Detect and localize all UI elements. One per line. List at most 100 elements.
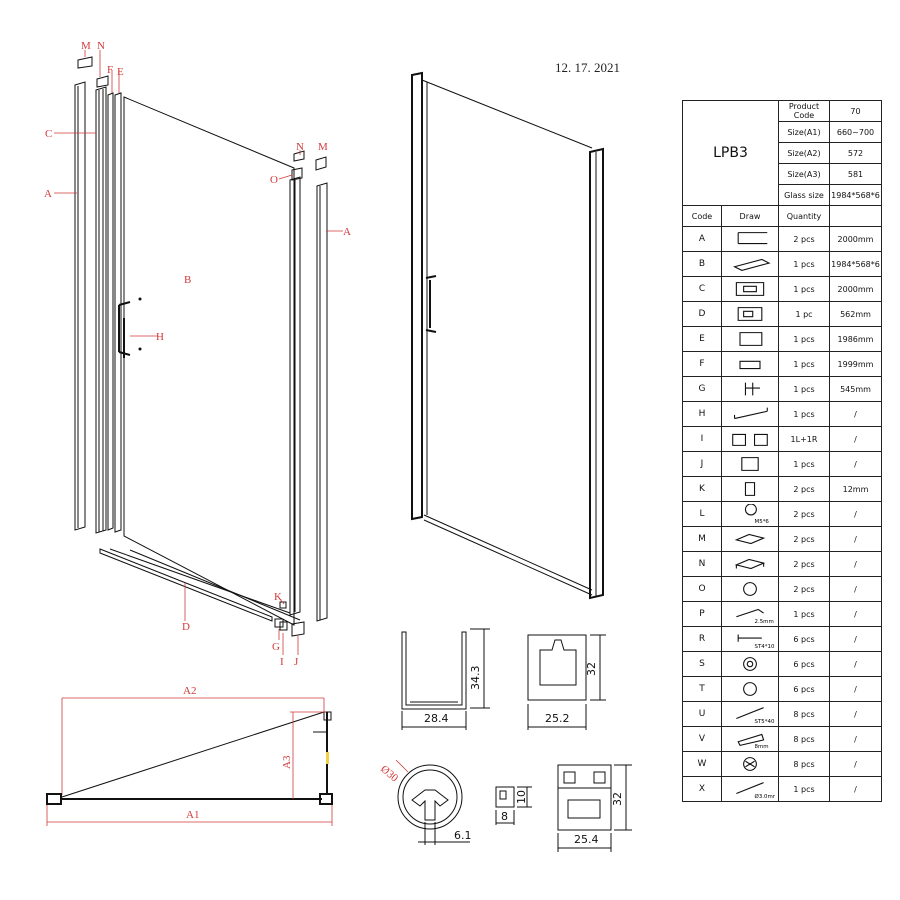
info-label: Size(A3) [778,163,830,185]
profile-d [99,548,291,622]
info-value: 581 [829,163,882,185]
part-l-icon: M5*6 [744,504,769,524]
label-i: I [280,656,284,668]
dim-e-width: 25.4 [574,833,599,846]
section-round: Ø30 6.1 [378,759,472,845]
part-code: J [682,451,722,477]
part-quantity: 2 pcs [778,476,830,502]
part-code: M [682,526,722,552]
part-size: 2000mm [829,226,882,252]
profile-e [114,92,122,533]
part-s-icon [743,657,757,671]
label-a2: A2 [183,685,196,697]
part-c-icon [735,282,765,296]
plan-view: A2 A3 A1 [46,685,333,826]
part-drawing [721,451,779,477]
assembled-handle [425,275,437,333]
part-note: 2.5mm [755,619,774,624]
part-code: X [682,776,722,802]
part-note: ST4*10 [755,644,775,649]
part-code: B [682,251,722,277]
part-size: / [829,551,882,577]
part-size: 545mm [829,376,882,402]
part-quantity: 1 pc [778,301,830,327]
section-profile-a: 34.3 28.4 [401,628,490,730]
part-size: / [829,751,882,777]
part-size: / [829,451,882,477]
part-drawing [721,376,779,402]
part-size: / [829,526,882,552]
info-value: 70 [829,100,882,122]
label-a3: A3 [281,755,293,769]
part-drawing [721,551,779,577]
label-k: K [274,591,282,603]
part-quantity: 1 pcs [778,376,830,402]
part-quantity: 1 pcs [778,251,830,277]
label-n: N [97,40,105,52]
part-drawing [721,351,779,377]
part-quantity: 1 pcs [778,326,830,352]
header-draw: Draw [721,205,779,227]
profile-a-left [74,81,86,531]
part-size: / [829,601,882,627]
label-a1: A1 [186,809,199,821]
part-code: P [682,601,722,627]
part-drawing [721,401,779,427]
part-o-icon [743,582,757,596]
part-size: / [829,626,882,652]
part-r-icon: ST4*10 [737,634,775,649]
part-w-icon [743,757,757,771]
section-small: 10 8 [495,786,532,825]
label-d: D [182,621,190,633]
part-code: L [682,501,722,527]
part-drawing [721,751,779,777]
part-code: W [682,751,722,777]
part-quantity: 6 pcs [778,651,830,677]
header-code: Code [682,205,722,227]
part-drawing [721,526,779,552]
dim-small-height: 10 [515,790,528,804]
part-code: H [682,401,722,427]
part-size: / [829,776,882,802]
spec-info-row: Glass size 1984*568*6 [683,184,882,206]
part-n-cap-left [96,75,109,88]
part-drawing [721,676,779,702]
assembled-right-profile [589,147,604,600]
label-g: G [272,641,280,653]
part-quantity: 6 pcs [778,626,830,652]
part-x-icon: Ø3.0mm [736,782,775,799]
label-j: J [294,656,299,668]
part-size: 1984*568*6 [829,251,882,277]
part-size: 562mm [829,301,882,327]
part-quantity: 1 pcs [778,401,830,427]
section-profile-c: 32 25.2 [527,634,606,730]
dim-small-width: 8 [501,810,508,823]
part-quantity: 2 pcs [778,226,830,252]
wall-profile-left [46,793,62,805]
part-code: N [682,551,722,577]
label-b: B [184,274,191,286]
part-quantity: 1 pcs [778,351,830,377]
part-m-icon [734,533,766,545]
dim-a-width: 28.4 [424,712,449,725]
part-note: Ø3.0mm [755,793,775,799]
label-e: E [117,66,124,78]
part-code: E [682,326,722,352]
part-drawing [721,651,779,677]
part-g-icon [744,382,760,396]
part-drawing [721,301,779,327]
info-label: Size(A2) [778,142,830,164]
part-u-icon: ST5*40 [736,707,775,724]
part-m-cap-left [77,56,93,69]
part-drawing [721,426,779,452]
part-drawing: Ø3.0mm [721,776,779,802]
spec-info-row: Size(A1) 660~700 [683,121,882,143]
parts-spec-table: LPB3 Product Code 70 Size(A1) 660~700 Si… [682,100,882,802]
